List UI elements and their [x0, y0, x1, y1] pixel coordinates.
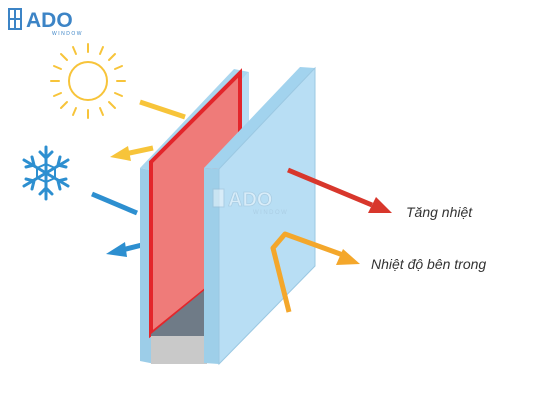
watermark-brand: ADO [228, 189, 272, 211]
inside-heat-label: Nhiệt độ bên trong [371, 256, 487, 272]
watermark-logo: ADO WINDOW [212, 188, 288, 216]
ado-window-logo: ADO WINDOW [8, 8, 83, 37]
watermark-sub: WINDOW [253, 210, 288, 216]
logo-sub: WINDOW [52, 31, 83, 37]
window-icon [8, 8, 22, 30]
sun-reflected-arrow [110, 145, 154, 161]
snowflake-icon [22, 145, 70, 201]
sun-incoming-arrow [139, 99, 186, 120]
spacer-frame [151, 288, 207, 364]
inner-glass-pane [204, 66, 316, 366]
inside-heat-arrow [270, 231, 360, 313]
logo-brand: ADO [26, 9, 73, 32]
cold-incoming-arrow [91, 191, 138, 216]
heat-gain-label: Tăng nhiệt [406, 204, 473, 220]
heat-gain-arrow [287, 167, 392, 213]
sun-icon [50, 43, 126, 119]
